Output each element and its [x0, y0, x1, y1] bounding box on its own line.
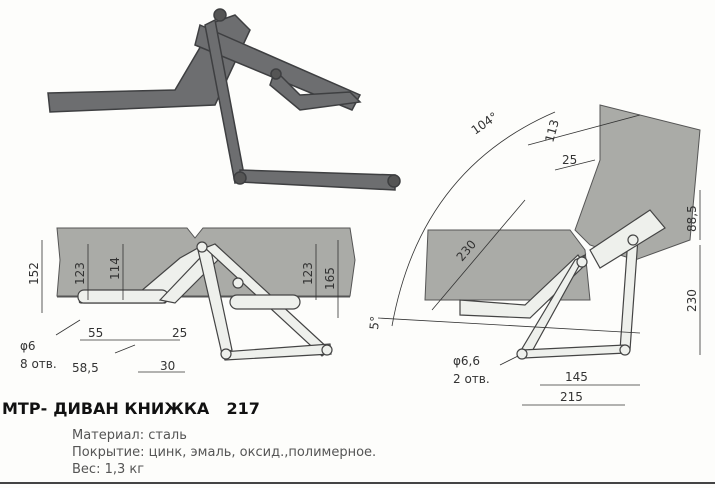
- hole-diameter-left: φ6: [20, 339, 36, 353]
- title-prefix: МТР-: [2, 399, 48, 418]
- dim-55: 55: [88, 326, 103, 340]
- spec-coating: Покрытие: цинк, эмаль, оксид.,полимерное…: [72, 445, 377, 460]
- dim-152: 152: [27, 262, 41, 285]
- dim-123-left: 123: [73, 262, 87, 285]
- spec-weight: Вес: 1,3 кг: [72, 462, 145, 477]
- angle-104: 104°: [469, 109, 501, 137]
- title-number: 217: [226, 399, 260, 418]
- dim-145: 145: [565, 370, 588, 384]
- dim-25-right: 25: [562, 153, 577, 167]
- dim-165: 165: [323, 267, 337, 290]
- title-name: ДИВАН КНИЖКА: [53, 399, 210, 418]
- dim-30: 30: [160, 359, 175, 373]
- dim-25: 25: [172, 326, 187, 340]
- product-specs: Материал: сталь Покрытие: цинк, эмаль, о…: [72, 427, 376, 478]
- dim-58-5: 58,5: [72, 361, 99, 375]
- hole-diameter-right: φ6,6: [453, 354, 480, 368]
- spec-material: Материал: сталь: [72, 428, 187, 443]
- right-drawing: 104° 113 25 88,5 230 230 5° φ6,6 2 отв. …: [367, 104, 701, 406]
- dim-215: 215: [560, 390, 583, 404]
- angle-5: 5°: [367, 315, 382, 330]
- dim-88-5: 88,5: [685, 205, 699, 232]
- hole-count-right: 2 отв.: [453, 372, 490, 386]
- dim-123-right: 123: [301, 262, 315, 285]
- dim-113: 113: [542, 118, 561, 144]
- divider: [0, 482, 715, 484]
- mechanism-photo: [47, 8, 401, 191]
- left-drawing: 152 123 114 123 165 55 25 φ6 8 отв. 58,5…: [20, 227, 356, 375]
- dim-114: 114: [108, 257, 122, 280]
- dim-230-vertical: 230: [685, 289, 699, 312]
- hole-count-left: 8 отв.: [20, 357, 57, 371]
- product-title: МТР- ДИВАН КНИЖКА 217: [2, 399, 266, 418]
